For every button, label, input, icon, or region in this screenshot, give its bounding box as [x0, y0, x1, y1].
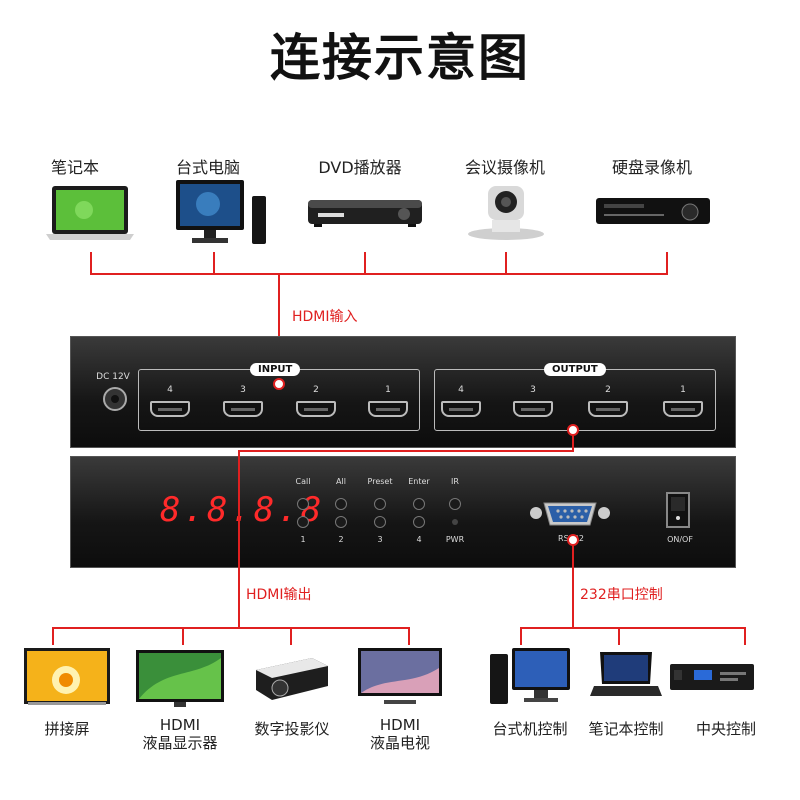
input-device-label: 硬盘录像机 — [611, 158, 692, 177]
serial-control-label: 232串口控制 — [580, 587, 663, 603]
channel-2-button[interactable] — [335, 516, 347, 528]
output-device-label: 液晶显示器 — [142, 734, 218, 752]
desktop-control-icon — [490, 648, 570, 704]
hdmi-port-icon — [441, 401, 481, 417]
power-switch-label: ON/OF — [667, 535, 693, 544]
hdmi-port-icon — [368, 401, 408, 417]
segment-display: 8.8.8.8 — [160, 490, 325, 530]
button-label: 2 — [338, 535, 344, 544]
button-label: 3 — [377, 535, 383, 544]
output-group-title: OUTPUT — [544, 363, 606, 376]
rs232-port-icon — [530, 502, 610, 526]
hdmi-port-icon — [296, 401, 336, 417]
front-panel — [70, 456, 736, 568]
dvd-player-icon — [308, 200, 422, 227]
central-control-icon — [670, 664, 754, 690]
output-device-label: HDMI — [159, 716, 201, 734]
channel-4-button[interactable] — [413, 516, 425, 528]
output-device-label: 液晶电视 — [369, 734, 430, 752]
laptop-control-icon — [590, 652, 662, 696]
input-group-title: INPUT — [250, 363, 301, 376]
hdmi-port-icon — [513, 401, 553, 417]
button-label: Preset — [367, 477, 393, 486]
preset-button[interactable] — [374, 498, 386, 510]
control-device-label: 笔记本控制 — [588, 720, 664, 738]
output-port-number: 1 — [680, 385, 686, 395]
power-led-icon — [452, 519, 458, 525]
button-label: PWR — [445, 535, 465, 544]
hdmi-port-icon — [223, 401, 263, 417]
button-label: 4 — [416, 535, 422, 544]
dc-jack-icon — [103, 387, 127, 411]
splicing-screen-icon — [24, 648, 110, 705]
output-port-number: 2 — [605, 385, 611, 395]
button-label: Enter — [408, 477, 430, 486]
button-label: IR — [451, 477, 459, 486]
projector-icon — [256, 658, 328, 700]
input-device-label: 会议摄像机 — [464, 158, 545, 177]
lcd-tv-icon — [358, 648, 442, 704]
button-label: 1 — [300, 535, 306, 544]
conference-camera-icon — [468, 186, 544, 240]
enter-button[interactable] — [413, 498, 425, 510]
output-device-label: 数字投影仪 — [254, 720, 330, 738]
input-port-number: 2 — [313, 385, 319, 395]
power-switch[interactable] — [666, 492, 690, 528]
hdmi-port-icon — [663, 401, 703, 417]
hdmi-output-label: HDMI输出 — [246, 587, 312, 603]
hdmi-input-label: HDMI输入 — [292, 309, 358, 325]
input-device-label: DVD播放器 — [318, 158, 402, 177]
output-port-number: 4 — [458, 385, 464, 395]
rear-panel — [70, 336, 736, 448]
desktop-pc-icon — [176, 180, 266, 244]
output-device-label: HDMI — [379, 716, 421, 734]
channel-1-button[interactable] — [297, 516, 309, 528]
dc-power-label: DC 12V — [96, 372, 130, 382]
dvr-icon — [596, 198, 710, 224]
control-device-label: 中央控制 — [695, 720, 756, 738]
button-label: Call — [295, 477, 311, 486]
input-device-label: 台式电脑 — [175, 158, 240, 177]
ir-receiver-icon — [449, 498, 461, 510]
hdmi-port-icon — [150, 401, 190, 417]
input-port-number: 3 — [240, 385, 246, 395]
laptop-icon — [46, 186, 134, 240]
call-button[interactable] — [297, 498, 309, 510]
lcd-monitor-icon — [136, 650, 224, 707]
diagram-title: 连接示意图 — [270, 29, 530, 87]
connection-dot — [273, 378, 285, 390]
all-button[interactable] — [335, 498, 347, 510]
output-port-number: 3 — [530, 385, 536, 395]
output-device-label: 拼接屏 — [44, 720, 90, 738]
button-label: All — [336, 477, 346, 486]
input-device-label: 笔记本 — [50, 158, 99, 177]
input-port-number: 1 — [385, 385, 391, 395]
connection-dot — [567, 534, 579, 546]
input-port-number: 4 — [167, 385, 173, 395]
control-device-label: 台式机控制 — [492, 720, 568, 738]
channel-3-button[interactable] — [374, 516, 386, 528]
output-port-group — [434, 369, 716, 431]
connection-dot — [567, 424, 579, 436]
hdmi-port-icon — [588, 401, 628, 417]
